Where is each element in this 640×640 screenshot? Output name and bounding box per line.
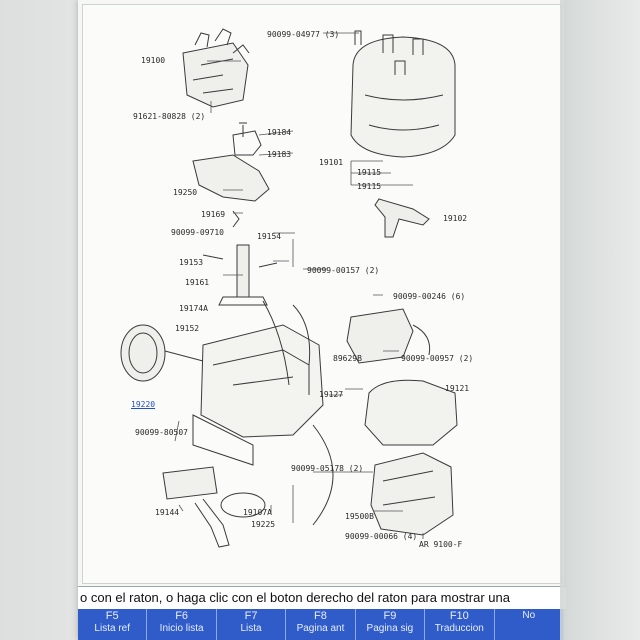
- part-label-19174a[interactable]: 19174A: [179, 304, 208, 313]
- part-label-19169[interactable]: 19169: [201, 210, 226, 219]
- distributor-cap-large: [350, 36, 456, 158]
- part-label-90099-09710[interactable]: 90099-09710: [171, 228, 224, 237]
- distributor-shaft: [236, 244, 250, 298]
- part-label-19161[interactable]: 19161: [185, 278, 210, 287]
- part-label-90099-00246[interactable]: 90099-00246 (6): [393, 292, 466, 301]
- part-label-19121[interactable]: 19121: [445, 384, 470, 393]
- part-label-90099-00157[interactable]: 90099-00157 (2): [307, 266, 380, 275]
- part-label-89629b[interactable]: 89629B: [333, 354, 362, 363]
- part-label-19183[interactable]: 19183: [267, 150, 292, 159]
- part-label-19225[interactable]: 19225: [251, 520, 276, 529]
- diagram-reference: AR 9100-F: [419, 540, 463, 549]
- part-label-91621-80828[interactable]: 91621-80828 (2): [133, 112, 206, 121]
- part-label-90099-00066[interactable]: 90099-00066 (4): [345, 532, 418, 541]
- f8-key-label: F8: [314, 610, 327, 622]
- part-label-19220-selected[interactable]: 19220: [131, 400, 156, 409]
- part-label-19500b[interactable]: 19500B: [345, 512, 374, 521]
- part-label-90099-05178[interactable]: 90099-05178 (2): [291, 464, 364, 473]
- part-label-19102[interactable]: 19102: [443, 214, 468, 223]
- part-label-19250[interactable]: 19250: [173, 188, 198, 197]
- part-label-19107a[interactable]: 19107A: [243, 508, 272, 517]
- f9-key-label: F9: [383, 610, 397, 622]
- f6-key-caption: Inicio lista: [159, 623, 204, 634]
- f8-key-caption: Pagina ant: [296, 623, 345, 634]
- f5-key-caption: Lista ref: [94, 623, 130, 634]
- next-key-caption: No: [522, 610, 536, 621]
- f7-key-caption: Lista: [240, 623, 262, 634]
- vacuum-advance: [120, 324, 166, 382]
- screen-edge-glare: [560, 0, 640, 640]
- status-bar: o con el raton, o haga clic con el boton…: [78, 586, 566, 610]
- part-label-19152[interactable]: 19152: [175, 324, 200, 333]
- f10-key-caption: Traduccion: [434, 623, 484, 634]
- next-key[interactable]: No: [495, 609, 564, 640]
- part-label-19153[interactable]: 19153: [179, 258, 204, 267]
- distributor-drawing: [120, 28, 458, 548]
- rotor: [374, 198, 430, 238]
- part-label-19127[interactable]: 19127: [319, 390, 344, 399]
- ignition-coil: [370, 452, 454, 536]
- part-label-19184[interactable]: 19184: [267, 128, 292, 137]
- coil-housing: [364, 379, 458, 446]
- part-label-19115-b[interactable]: 19115: [357, 182, 382, 191]
- f6-key-label: F6: [175, 610, 189, 622]
- part-label-90099-00957[interactable]: 90099-00957 (2): [401, 354, 474, 363]
- igniter: [346, 308, 414, 364]
- f10-key-label: F10: [449, 610, 469, 622]
- part-label-19115-a[interactable]: 19115: [357, 168, 382, 177]
- f9-key-caption: Pagina sig: [366, 623, 414, 634]
- distributor-cap-small: [182, 42, 249, 108]
- part-label-19100[interactable]: 19100: [141, 56, 166, 65]
- f5-key-label: F5: [105, 610, 119, 622]
- exploded-parts-diagram: 19100 90099-04977 (3) 91621-80828 (2) 19…: [82, 4, 562, 584]
- catalog-window: 19100 90099-04977 (3) 91621-80828 (2) 19…: [78, 0, 566, 640]
- part-label-19101[interactable]: 19101: [319, 158, 344, 167]
- part-label-19154[interactable]: 19154: [257, 232, 282, 241]
- part-label-90099-04977[interactable]: 90099-04977 (3): [267, 30, 340, 39]
- part-label-19144[interactable]: 19144: [155, 508, 180, 517]
- f7-key-label: F7: [244, 610, 258, 622]
- part-label-90099-80507[interactable]: 90099-80507: [135, 428, 188, 437]
